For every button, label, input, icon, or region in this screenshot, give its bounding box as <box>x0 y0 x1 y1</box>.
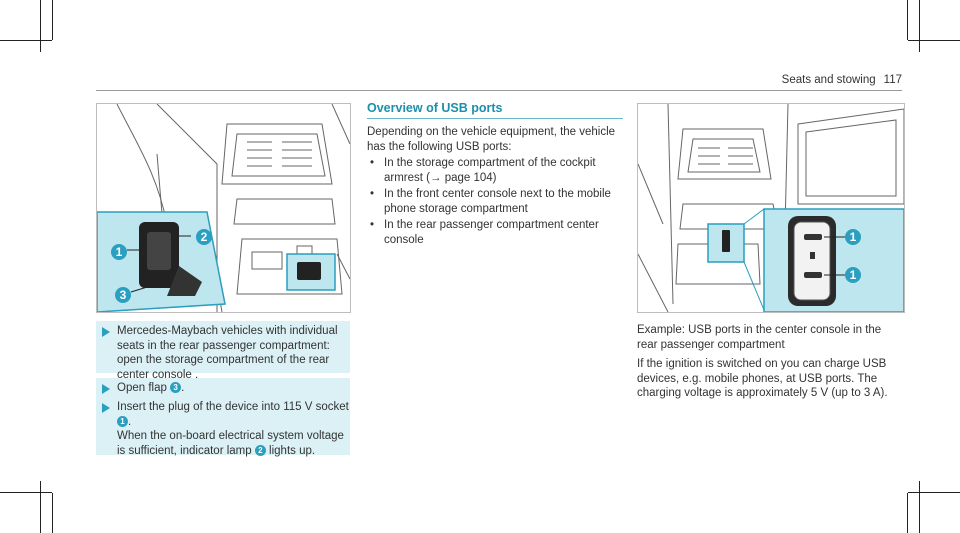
usb-bullet: In the rear passenger compartment center… <box>367 218 625 247</box>
crop-mark <box>907 0 908 40</box>
step-text-run: Insert the plug of the device into 115 V… <box>117 401 349 413</box>
callout-1: 1 <box>116 245 123 259</box>
crop-mark <box>40 0 41 52</box>
callout-badge: 1 <box>117 415 128 427</box>
step-arrow-icon <box>102 327 110 337</box>
step-arrow-icon <box>102 403 110 413</box>
crop-mark <box>0 40 52 41</box>
figure-caption: Example: USB ports in the center console… <box>637 324 882 351</box>
usb-console-drawing: 1 1 <box>638 104 904 312</box>
usb-ports-illustration: 1 1 <box>637 103 905 313</box>
usb-intro: Depending on the vehicle equipment, the … <box>367 126 616 153</box>
usb-bullet: In the front center console next to the … <box>367 187 625 216</box>
step-text-run: . <box>128 415 132 428</box>
socket-illustration: 1 2 3 <box>96 103 351 313</box>
step-3: Insert the plug of the device into 115 V… <box>96 397 350 458</box>
usb-bullet: In the storage compartment of the cockpi… <box>367 156 625 185</box>
step-text: Mercedes-Maybach vehicles with individua… <box>117 321 350 382</box>
header-rule <box>96 90 902 91</box>
crop-mark <box>919 0 920 52</box>
crop-mark <box>908 492 960 493</box>
title-rule <box>367 118 623 119</box>
section-title: Overview of USB ports <box>367 101 503 115</box>
callout-2: 2 <box>201 230 208 244</box>
crop-mark <box>0 492 52 493</box>
crop-mark <box>908 40 960 41</box>
step-text-run: . <box>181 382 185 394</box>
charging-info: If the ignition is switched on you can c… <box>637 358 888 399</box>
callout-2-badge <box>196 229 212 245</box>
callout-usb-1-badge <box>845 229 861 245</box>
step-text-run: When the on-board electrical system volt… <box>117 430 344 457</box>
callout-3: 3 <box>120 288 127 302</box>
callout-usb-2: 1 <box>850 268 857 282</box>
step-text-run: Open flap <box>117 382 171 394</box>
rear-console-drawing: 1 2 3 <box>97 104 350 312</box>
header-section: Seats and stowing <box>781 74 876 86</box>
usb-intro-block: Depending on the vehicle equipment, the … <box>367 125 625 247</box>
callout-1-badge <box>111 244 127 260</box>
step-1: Mercedes-Maybach vehicles with individua… <box>96 321 350 381</box>
crop-mark <box>52 493 53 533</box>
step-text: Insert the plug of the device into 115 V… <box>117 397 350 458</box>
callout-usb-1: 1 <box>850 230 857 244</box>
callout-usb-2-badge <box>845 267 861 283</box>
crop-mark <box>919 481 920 533</box>
step-text-run: Mercedes-Maybach vehicles with individua… <box>117 325 338 381</box>
callout-badge: 2 <box>254 444 266 456</box>
crop-mark <box>40 481 41 533</box>
callout-3-badge <box>115 287 131 303</box>
page-number: 117 <box>883 74 902 86</box>
running-header: Seats and stowing 117 <box>782 74 902 86</box>
step-text: Open flap 3. <box>117 378 350 396</box>
step-arrow-icon <box>102 384 110 394</box>
callout-badge: 3 <box>170 382 182 393</box>
crop-mark <box>907 493 908 533</box>
step-2: Open flap 3. <box>96 378 350 398</box>
step-text-run: lights up. <box>265 444 316 457</box>
crop-mark <box>52 0 53 40</box>
